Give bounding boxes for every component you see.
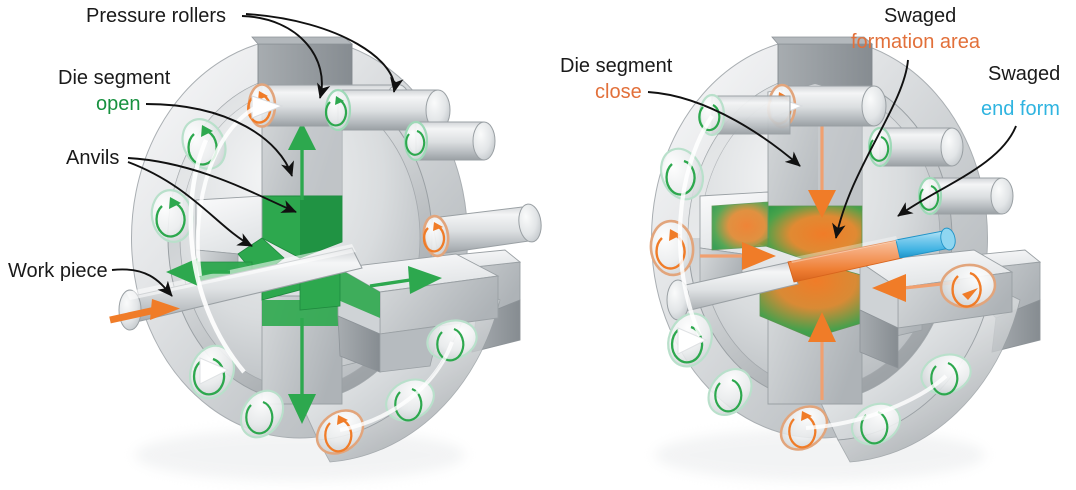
machine-left-die-open: Pressure rollers Die segment open Anvils… [8, 5, 542, 481]
top-mount-block-right [771, 36, 874, 93]
motion-arrows-green [166, 122, 442, 424]
leader-work-piece [111, 268, 173, 297]
label-anvils: Anvils [66, 147, 119, 169]
pressure-roller-upper-left-right-panel [698, 93, 791, 137]
pressure-roller-bottom [315, 409, 365, 455]
machine-right-die-close: Die segment close Swaged formation area … [560, 5, 1060, 481]
pressure-roller-mid-right [422, 203, 542, 258]
label-die-segment-right: Die segment [560, 55, 673, 77]
work-piece-right [666, 227, 956, 321]
arrow-die-left [166, 258, 230, 286]
top-mount-block [251, 36, 354, 93]
label-die-state-open: open [96, 93, 141, 115]
label-die-segment-left: Die segment [58, 67, 171, 89]
roller-cage-hoop-right [677, 114, 714, 337]
leader-pressure-rollers-2 [245, 13, 404, 93]
label-die-state-close: close [595, 81, 642, 103]
label-formation-area: formation area [851, 31, 981, 53]
pressure-rollers-right [649, 83, 1014, 451]
label-end-form: end form [981, 98, 1060, 120]
leader-end-form [897, 125, 1017, 217]
label-pressure-rollers: Pressure rollers [86, 5, 226, 27]
motion-arrows-orange [700, 104, 961, 400]
leader-die-segment-close [647, 91, 801, 167]
arrow-die-right-in [700, 242, 776, 270]
feed-direction-arrow [109, 299, 180, 324]
pressure-roller-detached-upper-right [867, 126, 964, 168]
arrow-die-right [369, 266, 442, 294]
leader-lines-right [647, 59, 1017, 239]
leader-formation-area [832, 59, 909, 239]
arrow-die-up [288, 122, 316, 200]
label-work-piece: Work piece [8, 260, 108, 282]
pressure-roller-detached [403, 120, 496, 162]
arrow-die-up-right [808, 312, 836, 400]
leader-lines-left [111, 13, 404, 297]
leader-anvils-1 [127, 157, 297, 213]
label-swaged-formation-1: Swaged [884, 5, 956, 27]
leader-pressure-rollers-1 [241, 15, 331, 99]
pressure-roller-detached-lower-right [917, 176, 1014, 216]
pressure-roller-bottom-left [239, 389, 285, 439]
pressure-roller-bottom-r [779, 405, 829, 451]
pressure-roller-lower-left [188, 344, 236, 400]
roller-cage-hoop [188, 139, 246, 374]
label-swaged-end-1: Swaged [988, 63, 1060, 85]
die-block-right [299, 253, 500, 373]
work-piece [109, 244, 363, 331]
arrow-die-down [288, 318, 316, 424]
pressure-roller-bottom-left-r [707, 368, 753, 416]
pressure-roller-right-lower [426, 319, 478, 362]
pressure-rollers-left [150, 83, 542, 455]
leader-die-segment [145, 103, 294, 177]
pressure-roller-right-upper-r [939, 263, 997, 309]
leader-anvils-2 [127, 161, 253, 247]
pressure-roller-top-right [324, 88, 451, 132]
pressure-roller-bottom-right-r [850, 402, 902, 446]
